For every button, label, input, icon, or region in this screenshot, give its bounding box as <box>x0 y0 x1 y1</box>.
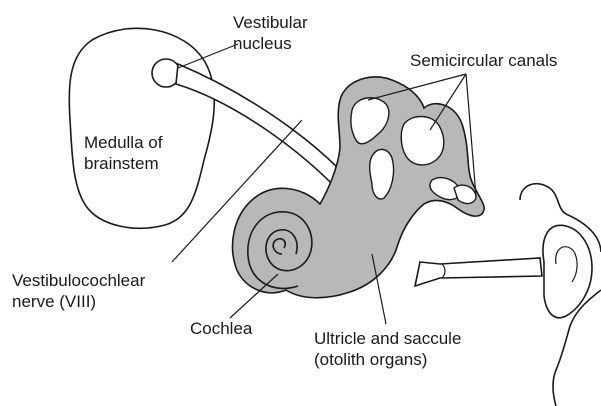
label-vestibulocochlear-line1: Vestibulocochlear <box>12 270 145 291</box>
label-medulla-line1: Medulla of <box>84 132 162 153</box>
canal-hole-2 <box>401 117 444 165</box>
label-utricle-line2: (otolith organs) <box>314 349 461 370</box>
label-vestibulocochlear-nerve: Vestibulocochlear nerve (VIII) <box>12 270 145 312</box>
medulla-outline <box>69 28 214 228</box>
label-medulla: Medulla of brainstem <box>84 132 162 174</box>
label-cochlea-text: Cochlea <box>190 318 252 339</box>
ear-canal-shape <box>415 258 542 286</box>
label-utricle-saccule: Ultricle and saccule (otolith organs) <box>314 328 461 370</box>
label-utricle-line1: Ultricle and saccule <box>314 328 461 349</box>
label-semicircular-canals: Semicircular canals <box>410 50 557 71</box>
label-vestibular-nucleus-line2: nucleus <box>233 33 308 54</box>
label-vestibular-nucleus: Vestibular nucleus <box>233 12 308 54</box>
label-cochlea: Cochlea <box>190 318 252 339</box>
label-vestibulocochlear-line2: nerve (VIII) <box>12 291 145 312</box>
label-vestibular-nucleus-line1: Vestibular <box>233 12 308 33</box>
label-semicircular-canals-text: Semicircular canals <box>410 50 557 71</box>
label-medulla-line2: brainstem <box>84 153 162 174</box>
